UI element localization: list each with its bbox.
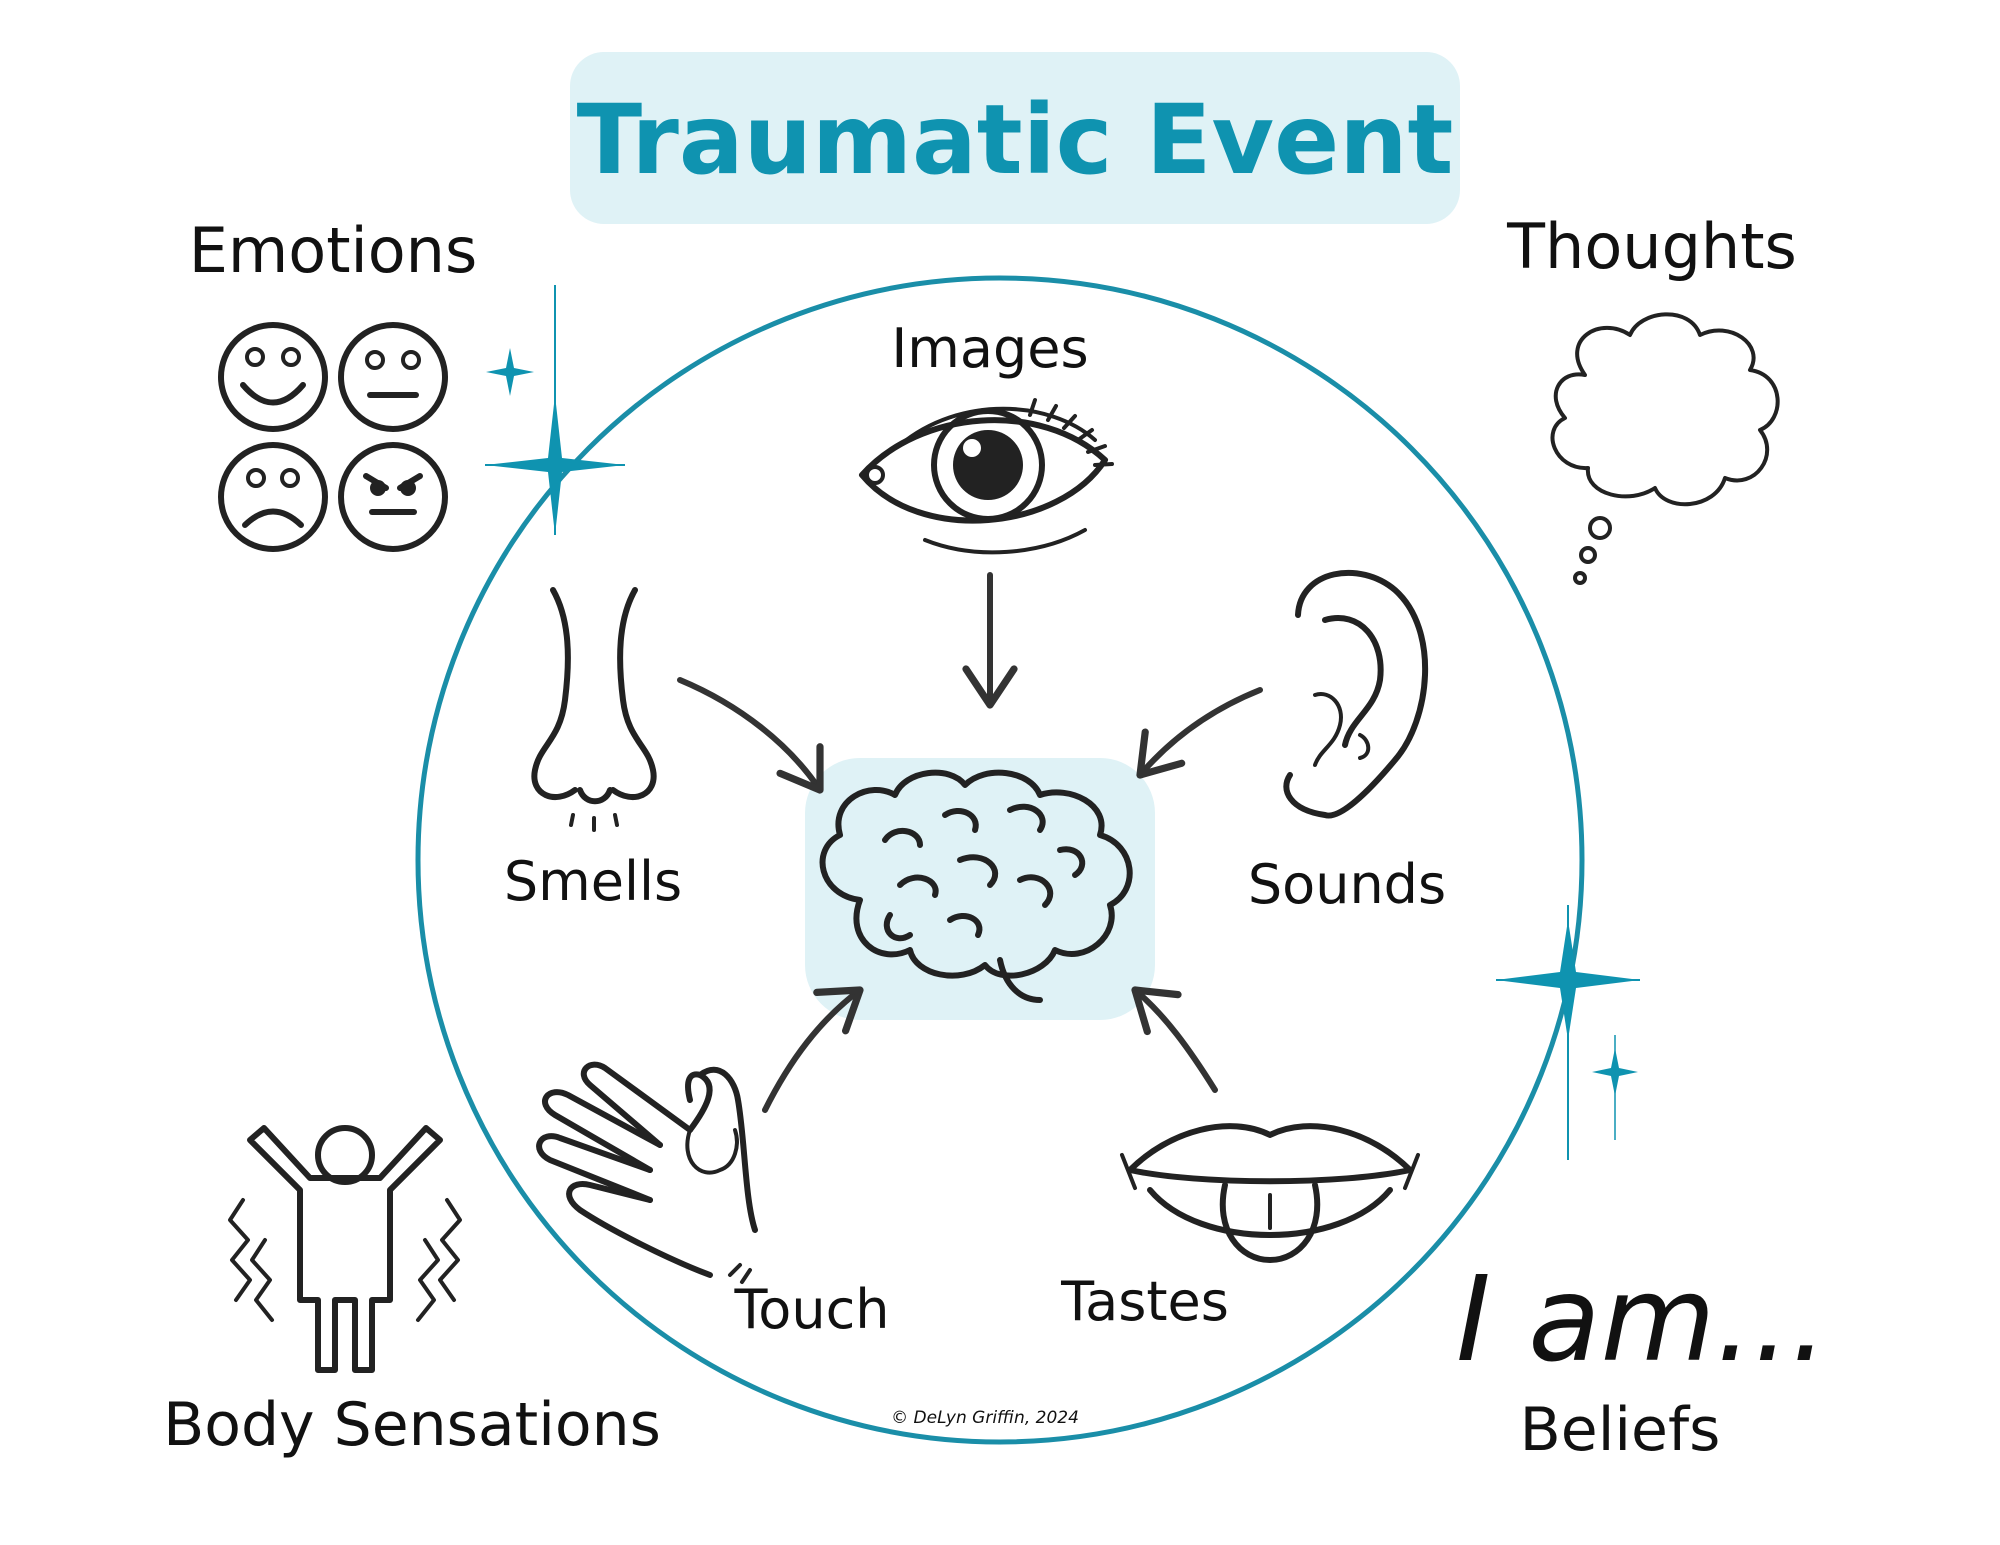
- emotions-label: Emotions: [189, 214, 478, 287]
- arrow-sounds-to-brain: [1136, 687, 1263, 779]
- sparkle-icon: [485, 285, 625, 535]
- title-banner: Traumatic Event: [570, 52, 1460, 224]
- senses-circle: [415, 275, 1585, 1445]
- hand-icon: [536, 1061, 758, 1284]
- trembling-person-icon: [228, 1125, 462, 1373]
- angry-face-icon: [338, 442, 448, 552]
- sparkle-icon: [1592, 1035, 1638, 1140]
- arrow-smells-to-brain: [677, 677, 824, 794]
- brain-node: [805, 758, 1155, 1020]
- tastes-label: Tastes: [1060, 1270, 1229, 1333]
- title-background: [570, 52, 1460, 224]
- beliefs-statement: I am...: [1456, 1250, 1828, 1388]
- body-sensations-label: Body Sensations: [163, 1390, 661, 1460]
- sparkle-icon: [1496, 905, 1640, 1160]
- images-label: Images: [891, 317, 1088, 380]
- thoughts-label: Thoughts: [1506, 210, 1797, 283]
- ear-icon: [1283, 569, 1429, 819]
- arrow-touch-to-brain: [762, 986, 864, 1113]
- page-title: Traumatic Event: [577, 84, 1454, 196]
- eye-icon: [859, 398, 1114, 555]
- thought-cloud-icon: [1550, 312, 1780, 585]
- emotion-faces-icon: [218, 322, 448, 552]
- brain-icon: [819, 769, 1133, 1003]
- beliefs-label: Beliefs: [1520, 1395, 1721, 1465]
- touch-label: Touch: [734, 1278, 890, 1341]
- arrows: [677, 572, 1263, 1113]
- sparkle-icon: [486, 348, 534, 396]
- sounds-label: Sounds: [1248, 853, 1446, 916]
- nose-icon: [531, 587, 657, 832]
- arrow-tastes-to-brain: [1131, 986, 1218, 1093]
- mouth-icon: [1120, 1123, 1420, 1263]
- smells-label: Smells: [504, 850, 682, 913]
- neutral-face-icon: [338, 322, 448, 432]
- copyright-text: © DeLyn Griffin, 2024: [891, 1408, 1079, 1428]
- happy-face-icon: [218, 322, 328, 432]
- sad-face-icon: [218, 442, 328, 552]
